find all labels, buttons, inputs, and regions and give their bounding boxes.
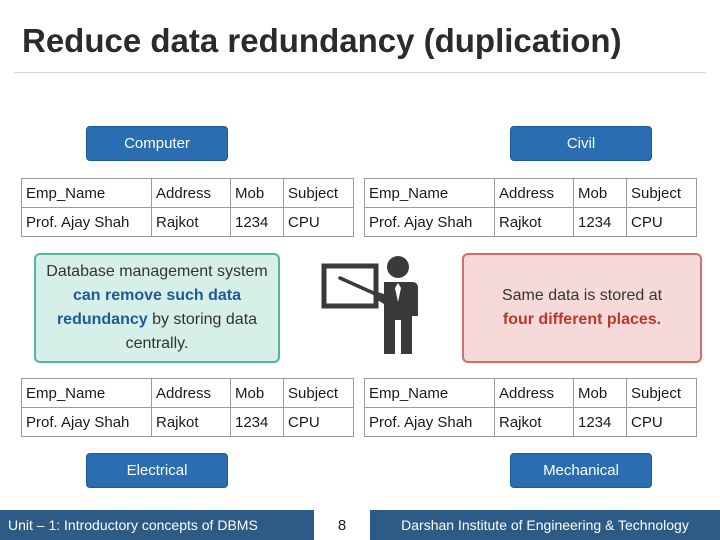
table-header-row: Emp_Name Address Mob Subject bbox=[21, 378, 354, 408]
table-row: Prof. Ajay Shah Rajkot 1234 CPU bbox=[364, 207, 697, 237]
cell-subject: CPU bbox=[626, 207, 697, 237]
header-mob: Mob bbox=[230, 378, 284, 408]
table-row: Prof. Ajay Shah Rajkot 1234 CPU bbox=[21, 407, 354, 437]
same-data-callout-highlight: four different places. bbox=[502, 311, 662, 328]
header-emp-name: Emp_Name bbox=[21, 178, 152, 208]
header-subject: Subject bbox=[626, 178, 697, 208]
electrical-employee-table: Emp_Name Address Mob Subject Prof. Ajay … bbox=[21, 378, 354, 437]
cell-mob: 1234 bbox=[230, 207, 284, 237]
dbms-callout: Database management system can remove su… bbox=[34, 253, 280, 363]
header-emp-name: Emp_Name bbox=[21, 378, 152, 408]
same-data-callout: Same data is stored at four different pl… bbox=[462, 253, 702, 363]
cell-address: Rajkot bbox=[151, 207, 231, 237]
header-address: Address bbox=[494, 178, 574, 208]
header-subject: Subject bbox=[283, 178, 354, 208]
header-address: Address bbox=[494, 378, 574, 408]
table-header-row: Emp_Name Address Mob Subject bbox=[364, 178, 697, 208]
dbms-callout-highlight: can remove such data redundancy bbox=[56, 287, 242, 328]
cell-mob: 1234 bbox=[230, 407, 284, 437]
civil-dept-label: Civil bbox=[510, 126, 652, 161]
cell-subject: CPU bbox=[283, 407, 354, 437]
cell-mob: 1234 bbox=[573, 207, 627, 237]
cell-mob: 1234 bbox=[573, 407, 627, 437]
table-header-row: Emp_Name Address Mob Subject bbox=[21, 178, 354, 208]
cell-address: Rajkot bbox=[494, 407, 574, 437]
civil-employee-table: Emp_Name Address Mob Subject Prof. Ajay … bbox=[364, 178, 697, 237]
header-mob: Mob bbox=[573, 378, 627, 408]
header-address: Address bbox=[151, 178, 231, 208]
header-mob: Mob bbox=[573, 178, 627, 208]
cell-emp-name: Prof. Ajay Shah bbox=[364, 207, 495, 237]
table-header-row: Emp_Name Address Mob Subject bbox=[364, 378, 697, 408]
header-emp-name: Emp_Name bbox=[364, 178, 495, 208]
cell-emp-name: Prof. Ajay Shah bbox=[21, 207, 152, 237]
cell-address: Rajkot bbox=[494, 207, 574, 237]
header-mob: Mob bbox=[230, 178, 284, 208]
dbms-callout-text-end: by storing data centrally. bbox=[125, 311, 258, 352]
cell-emp-name: Prof. Ajay Shah bbox=[21, 407, 152, 437]
cell-address: Rajkot bbox=[151, 407, 231, 437]
same-data-callout-text: Same data is stored at bbox=[501, 287, 663, 304]
computer-employee-table: Emp_Name Address Mob Subject Prof. Ajay … bbox=[21, 178, 354, 237]
cell-subject: CPU bbox=[626, 407, 697, 437]
teacher-presentation-icon bbox=[321, 256, 418, 354]
header-subject: Subject bbox=[283, 378, 354, 408]
electrical-dept-label: Electrical bbox=[86, 453, 228, 488]
table-row: Prof. Ajay Shah Rajkot 1234 CPU bbox=[21, 207, 354, 237]
mechanical-dept-label: Mechanical bbox=[510, 453, 652, 488]
footer-unit-title: Unit – 1: Introductory concepts of DBMS bbox=[0, 510, 314, 540]
header-address: Address bbox=[151, 378, 231, 408]
cell-subject: CPU bbox=[283, 207, 354, 237]
computer-dept-label: Computer bbox=[86, 126, 228, 161]
dbms-callout-text: Database management system bbox=[46, 263, 268, 280]
mechanical-employee-table: Emp_Name Address Mob Subject Prof. Ajay … bbox=[364, 378, 697, 437]
footer-page-number: 8 bbox=[337, 516, 347, 534]
title-divider bbox=[14, 72, 706, 73]
footer-institute: Darshan Institute of Engineering & Techn… bbox=[370, 510, 720, 540]
header-emp-name: Emp_Name bbox=[364, 378, 495, 408]
table-row: Prof. Ajay Shah Rajkot 1234 CPU bbox=[364, 407, 697, 437]
header-subject: Subject bbox=[626, 378, 697, 408]
cell-emp-name: Prof. Ajay Shah bbox=[364, 407, 495, 437]
page-title: Reduce data redundancy (duplication) bbox=[22, 22, 622, 59]
